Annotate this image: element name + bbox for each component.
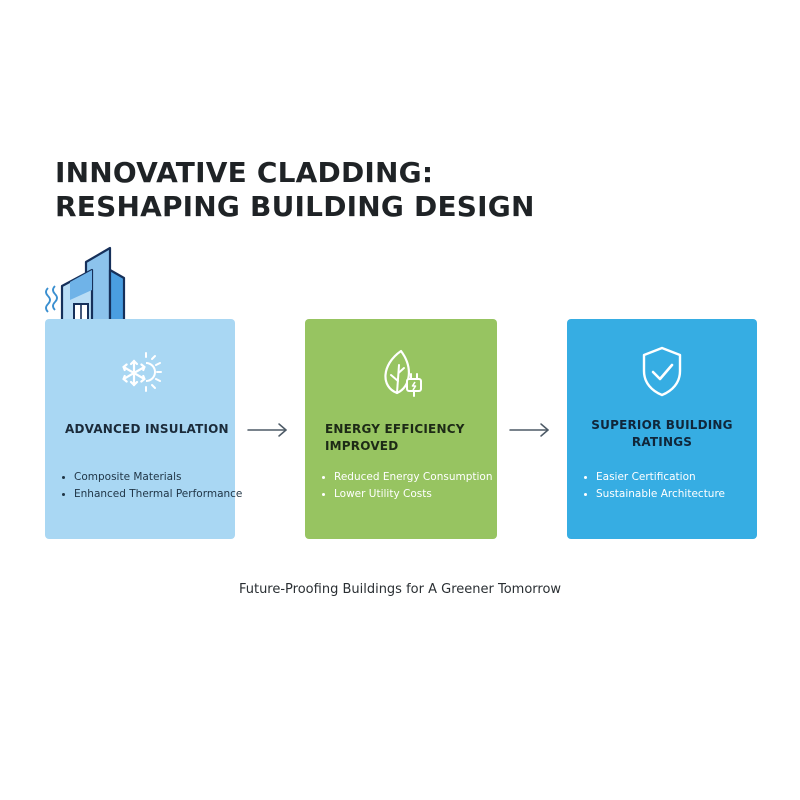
leaf-plug-icon [384,349,422,397]
title-line-1: INNOVATIVE CLADDING: [55,156,434,189]
card-heading-line-2: RATINGS [631,435,693,449]
card-heading-line-1: ENERGY EFFICIENCY [325,422,465,436]
tagline: Future-Proofing Buildings for A Greener … [238,582,562,597]
arrow-right-icon [247,423,287,437]
snowflake-sun-icon [122,352,162,392]
list-item: Composite Materials [62,469,242,486]
page-title: INNOVATIVE CLADDING: RESHAPING BUILDING … [55,156,535,224]
card-heading-line-2: IMPROVED [325,439,399,453]
card-bullet-list: Easier Certification Sustainable Archite… [584,469,725,503]
card-heading: ENERGY EFFICIENCY IMPROVED [325,421,495,455]
card-bullet-list: Reduced Energy Consumption Lower Utility… [322,469,492,503]
list-item: Reduced Energy Consumption [322,469,492,486]
card-heading: ADVANCED INSULATION [65,422,229,436]
card-bullet-list: Composite Materials Enhanced Thermal Per… [62,469,242,503]
card-superior-ratings: SUPERIOR BUILDING RATINGS Easier Certifi… [567,319,757,539]
card-heading: SUPERIOR BUILDING RATINGS [577,417,747,451]
arrow-right-icon [509,423,549,437]
card-heading-line-1: SUPERIOR BUILDING [591,418,733,432]
list-item: Enhanced Thermal Performance [62,486,242,503]
card-energy-efficiency: ENERGY EFFICIENCY IMPROVED Reduced Energ… [305,319,497,539]
list-item: Easier Certification [584,469,725,486]
list-item: Lower Utility Costs [322,486,492,503]
title-line-2: RESHAPING BUILDING DESIGN [55,190,535,223]
list-item: Sustainable Architecture [584,486,725,503]
card-advanced-insulation: ADVANCED INSULATION Composite Materials … [45,319,242,539]
building-icon [45,246,136,326]
shield-check-icon [642,346,682,397]
